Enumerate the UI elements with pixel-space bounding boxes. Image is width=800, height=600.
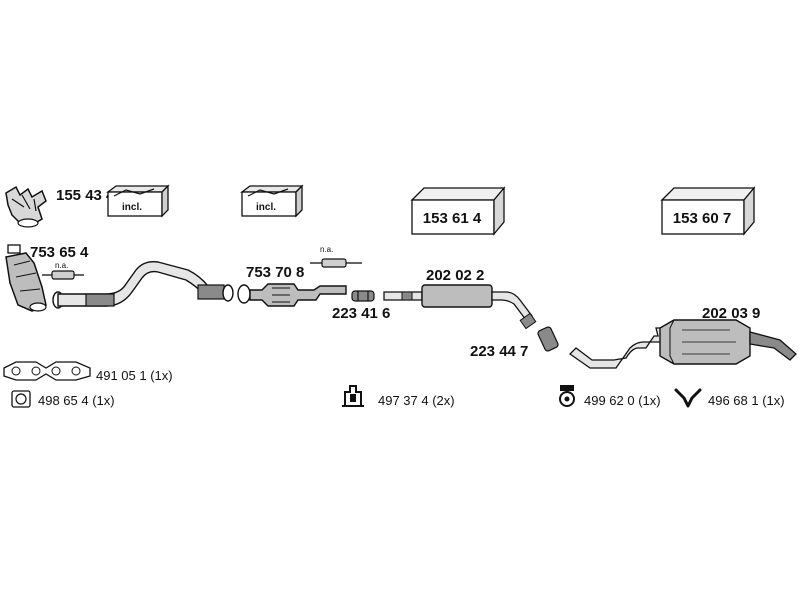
middle-catalyst-drawing bbox=[237, 283, 347, 307]
kit-box-icon bbox=[410, 186, 506, 236]
accessory-flange-gasket: 498 65 4 (1x) bbox=[38, 393, 115, 408]
lambda-sensor-middle-icon bbox=[310, 258, 362, 268]
not-available-note-front: n.a. bbox=[55, 261, 69, 270]
lambda-sensor-front-icon bbox=[42, 270, 84, 280]
manifold-gasket-icon bbox=[3, 361, 91, 381]
rubber-mount-b-icon bbox=[559, 385, 575, 407]
kit-incl-right: incl. bbox=[240, 184, 304, 218]
part-number-front-catalyst: 753 65 4 bbox=[30, 244, 89, 261]
accessory-rubber-mount-b: 499 62 0 (1x) bbox=[584, 393, 661, 408]
flange-gasket-icon bbox=[11, 390, 31, 408]
not-available-note-middle: n.a. bbox=[320, 245, 334, 254]
incl-label: incl. bbox=[256, 202, 277, 213]
kit-box-rear: 153 60 7 bbox=[660, 186, 756, 236]
rear-silencer-drawing bbox=[568, 319, 797, 369]
part-number-exhaust-manifold: 155 43 4 bbox=[56, 187, 115, 204]
kit-box-icon bbox=[660, 186, 756, 236]
clamp-front-icon bbox=[351, 290, 375, 302]
kit-incl-left: incl. bbox=[106, 184, 170, 218]
accessory-manifold-gasket: 491 05 1 (1x) bbox=[96, 368, 173, 383]
front-pipe-drawing bbox=[52, 260, 234, 309]
part-number-middle-catalyst: 753 70 8 bbox=[246, 264, 305, 281]
part-number-clamp-front: 223 41 6 bbox=[332, 305, 391, 322]
kit-box-middle: 153 61 4 bbox=[410, 186, 506, 236]
part-number-clamp-rear: 223 44 7 bbox=[470, 343, 529, 360]
middle-silencer-drawing bbox=[383, 284, 537, 330]
clamp-rear-icon bbox=[537, 326, 559, 352]
incl-label: incl. bbox=[122, 202, 143, 213]
part-number-rear-silencer: 202 03 9 bbox=[702, 305, 761, 322]
hanger-icon bbox=[674, 388, 702, 408]
front-catalyst-drawing bbox=[5, 244, 47, 312]
kit-box-icon bbox=[240, 184, 304, 218]
part-number-middle-silencer: 202 02 2 bbox=[426, 267, 485, 284]
kit-box-icon bbox=[106, 184, 170, 218]
kit-number-rear: 153 60 7 bbox=[672, 210, 732, 227]
kit-number-middle: 153 61 4 bbox=[422, 210, 482, 227]
accessory-rubber-mount-a: 497 37 4 (2x) bbox=[378, 393, 455, 408]
rubber-mount-a-icon bbox=[342, 385, 364, 407]
exhaust-manifold-drawing bbox=[5, 185, 47, 228]
accessory-hanger: 496 68 1 (1x) bbox=[708, 393, 785, 408]
